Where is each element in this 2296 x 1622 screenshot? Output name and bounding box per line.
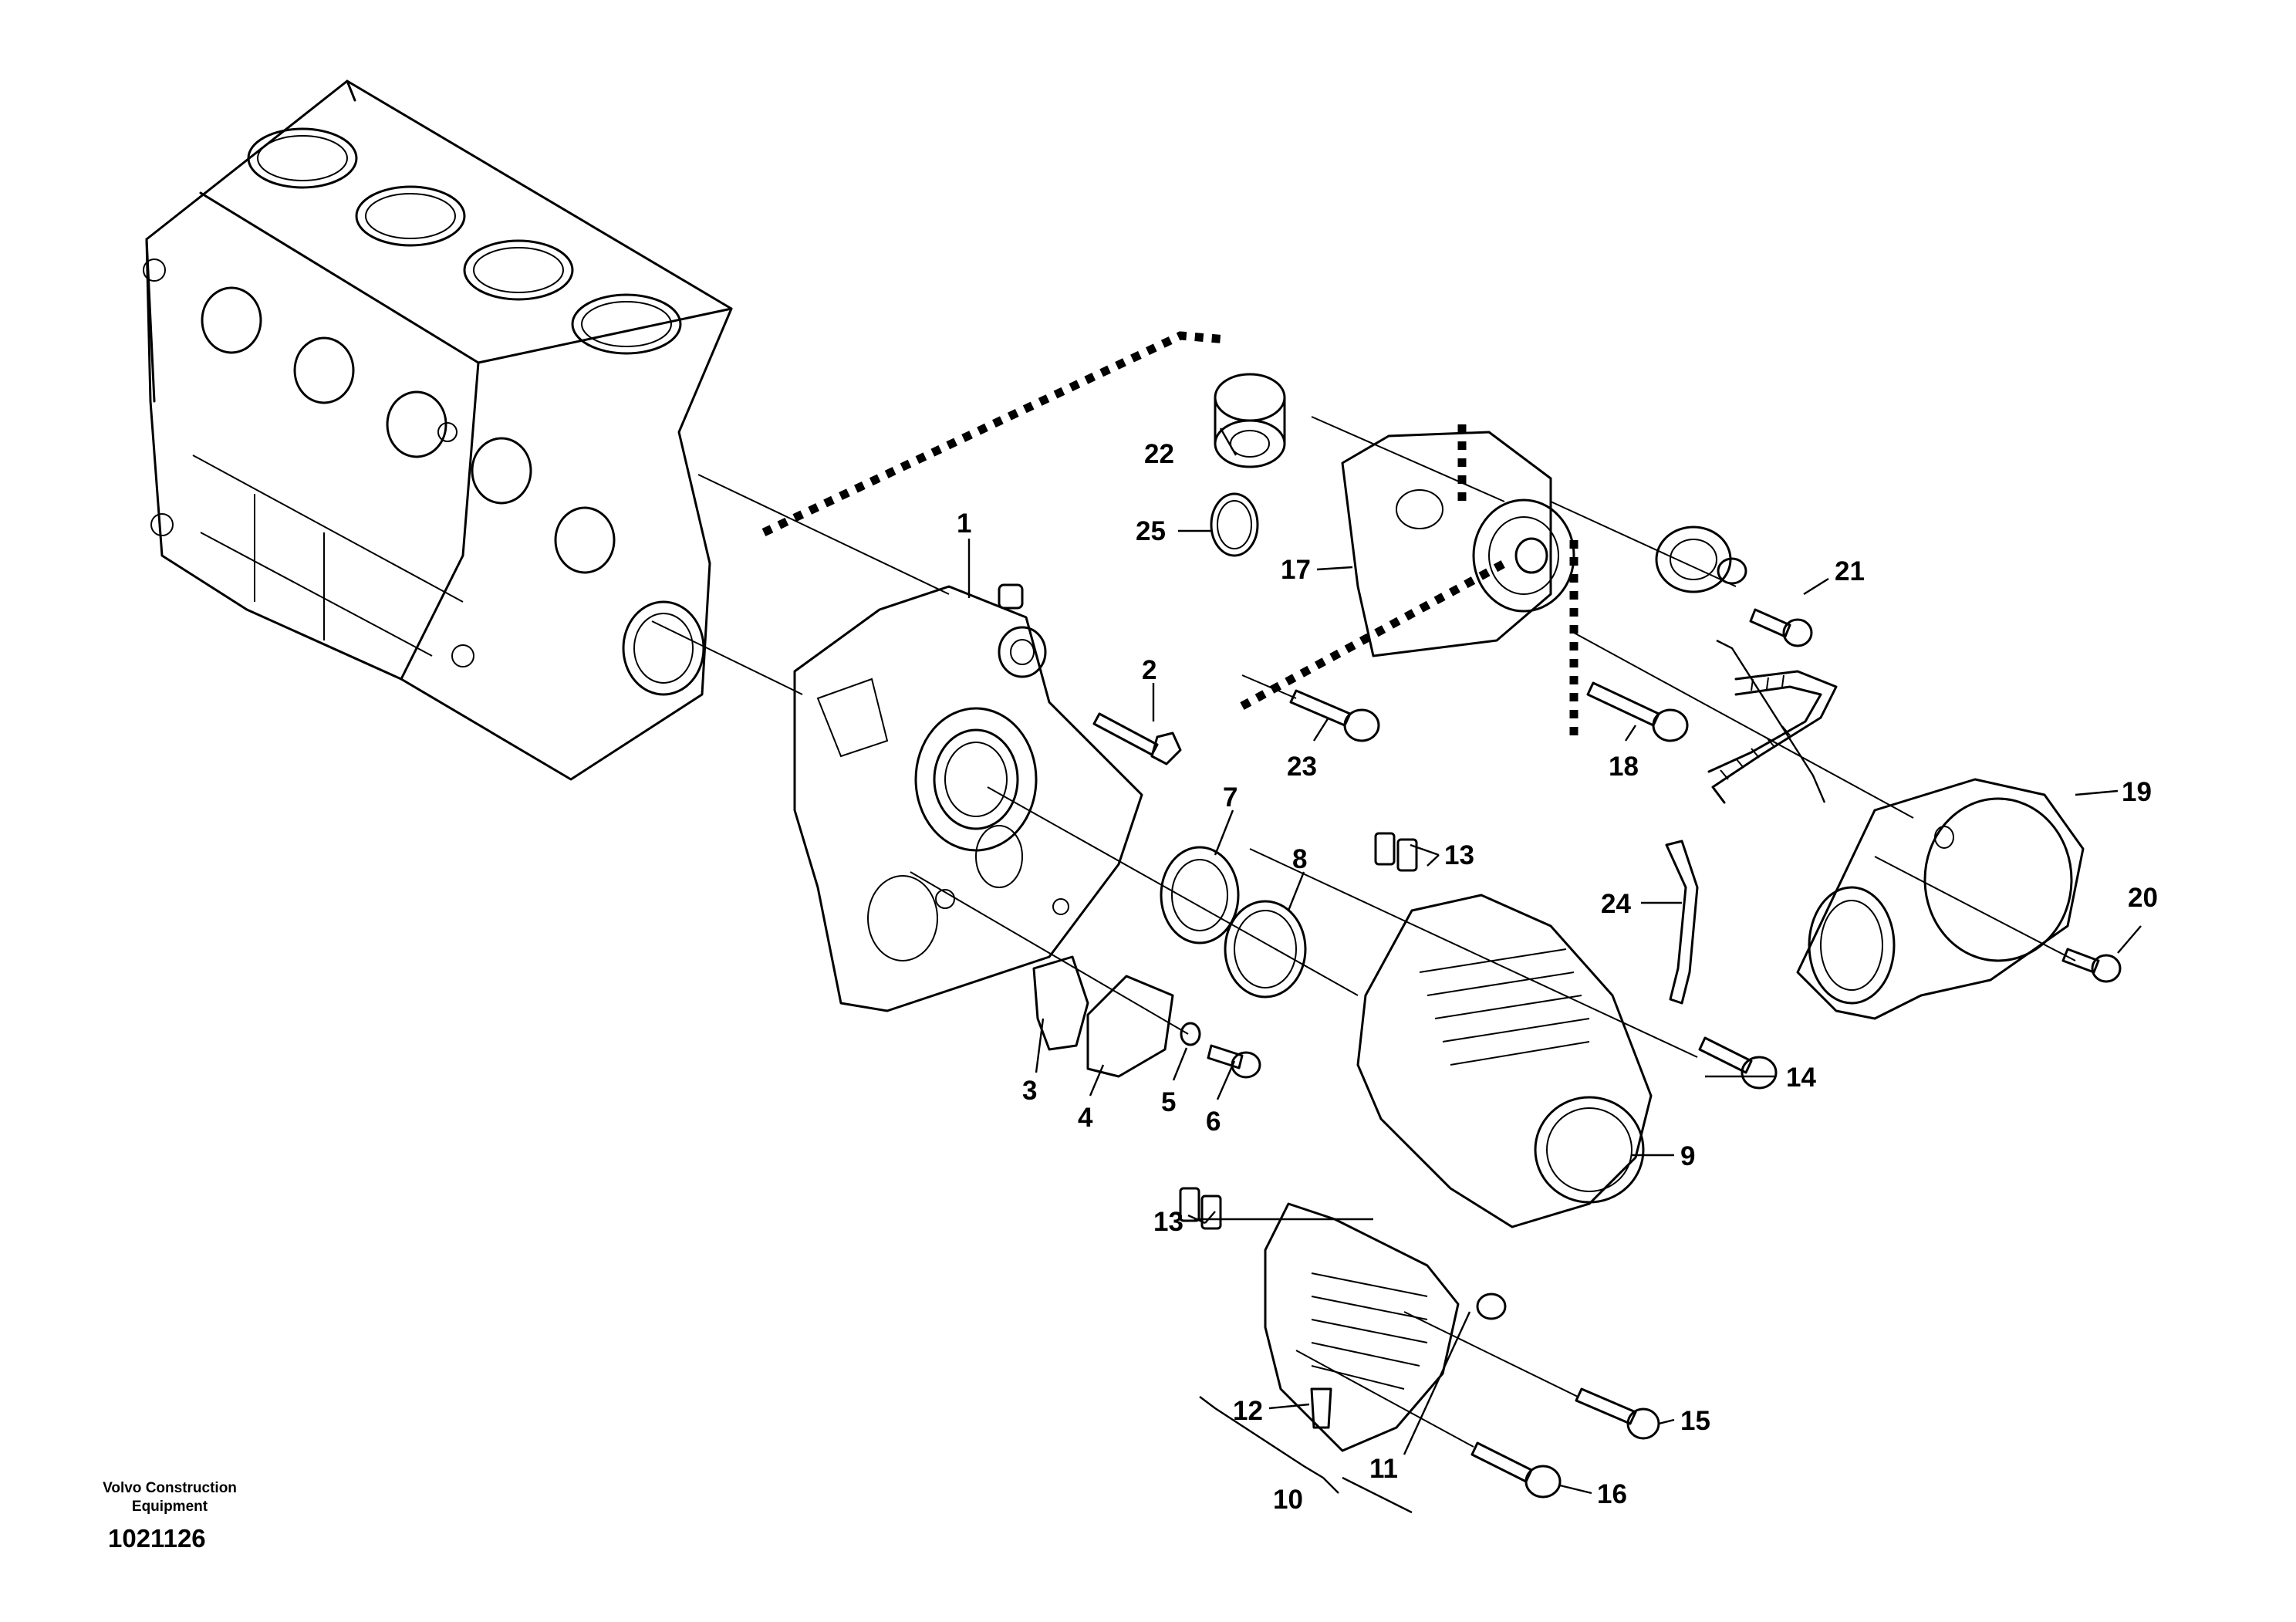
callout-13-upper: 13: [1444, 840, 1474, 870]
callout-3: 3: [1022, 1076, 1037, 1106]
plug-part-11: [1476, 1293, 1507, 1320]
callout-13-lower: 13: [1153, 1207, 1183, 1237]
callout-5: 5: [1161, 1087, 1176, 1117]
assembly-axis-lines: [651, 416, 2076, 1448]
callout-4: 4: [1078, 1103, 1093, 1133]
callout-7: 7: [1223, 782, 1237, 813]
assembly-outline-dashed: [761, 331, 1578, 741]
callout-11: 11: [1369, 1454, 1398, 1484]
bolt-part-23: [1289, 689, 1380, 742]
callout-14: 14: [1786, 1063, 1816, 1093]
tensioner-roller-part-21: [1655, 525, 1813, 647]
clip-part-13-upper: [1374, 832, 1418, 872]
pulley-cover-part-19: [1796, 778, 2085, 1020]
callout-18: 18: [1609, 752, 1639, 782]
callout-1: 1: [957, 509, 971, 539]
callout-19: 19: [2122, 777, 2152, 807]
callout-16: 16: [1597, 1479, 1627, 1509]
housing-part-17: [1341, 431, 1575, 657]
clip-part-13-lower: [1179, 1187, 1222, 1230]
bolt-part-2: [1092, 712, 1182, 765]
callout-10: 10: [1273, 1485, 1303, 1515]
company-name-line1: Volvo Construction: [103, 1480, 237, 1496]
callout-15: 15: [1680, 1406, 1710, 1436]
callout-2: 2: [1142, 655, 1156, 685]
drawing-number: 1021126: [108, 1524, 206, 1553]
company-name-line2: Equipment: [132, 1499, 208, 1515]
callout-17: 17: [1281, 555, 1311, 585]
callout-21: 21: [1835, 556, 1865, 586]
seal-part-7: [1160, 846, 1240, 944]
callout-numbers: 1 2 3 4 5 6 7 8 9 10 11 12 13 13 14 15 1…: [957, 439, 2158, 1515]
bolt-part-15: [1575, 1387, 1660, 1440]
callout-8: 8: [1292, 844, 1307, 874]
callout-6: 6: [1206, 1107, 1221, 1137]
bolt-part-16: [1470, 1441, 1562, 1499]
callout-24: 24: [1601, 889, 1631, 919]
callout-9: 9: [1680, 1141, 1695, 1171]
callout-leaders: [967, 427, 2142, 1514]
timing-cover-lower-part-10: [1264, 1202, 1460, 1452]
cover-plate-part-4: [1086, 975, 1174, 1078]
bolt-part-14: [1698, 1036, 1778, 1090]
timing-case: [793, 583, 1143, 1012]
seal-ring-part-8: [1224, 900, 1307, 999]
bracket-part-24: [1665, 840, 1699, 1005]
timing-cover-upper-part-9: [1356, 894, 1653, 1228]
footer: Volvo Construction Equipment 1021126: [103, 1480, 237, 1553]
bolt-part-20: [2061, 948, 2122, 983]
bolt-part-18: [1586, 681, 1689, 742]
gasket-part-3: [1032, 955, 1089, 1051]
callout-20: 20: [2128, 883, 2158, 913]
rubber-plug-part-12: [1310, 1387, 1332, 1429]
sleeve-part-22: [1214, 373, 1286, 468]
callout-23: 23: [1287, 752, 1317, 782]
callout-25: 25: [1136, 516, 1166, 546]
engine-block: [143, 79, 733, 781]
washer-part-5: [1180, 1022, 1201, 1046]
callout-22: 22: [1144, 439, 1174, 469]
callout-12: 12: [1233, 1396, 1263, 1426]
timing-belt: [1707, 670, 1838, 804]
o-ring-part-25: [1210, 492, 1259, 557]
